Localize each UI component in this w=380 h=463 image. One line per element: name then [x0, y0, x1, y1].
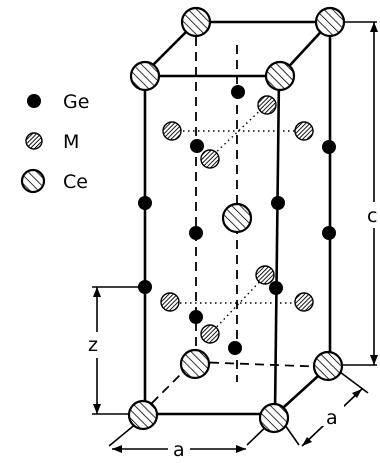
- z-arrow-top: [93, 287, 101, 297]
- c-arrow-bottom: [370, 355, 378, 365]
- ge-atom: [189, 310, 203, 324]
- ge-atom-icon: [27, 94, 41, 108]
- m-atoms: [160, 95, 314, 344]
- m-atom: [294, 121, 314, 141]
- ge-atom: [322, 226, 336, 240]
- legend-label-ce: Ce: [63, 171, 88, 193]
- dimension-a-front: a: [108, 417, 274, 461]
- ce-atoms: [127, 6, 346, 434]
- ce-atom: [221, 202, 253, 234]
- dimension-label-a-front: a: [173, 439, 185, 461]
- ce-atom: [180, 6, 212, 38]
- ce-atom: [314, 6, 346, 38]
- m-atom: [162, 121, 182, 141]
- dimension-label-z: z: [88, 334, 98, 356]
- a-front-arrow-right: [236, 445, 246, 453]
- z-arrow-bottom: [93, 404, 101, 414]
- ce-atom: [312, 350, 344, 382]
- ge-atom: [189, 226, 203, 240]
- dimension-label-a-side: a: [326, 407, 338, 429]
- dimension-c: c: [333, 21, 380, 366]
- legend: Ge M Ce: [20, 91, 89, 194]
- ge-atom: [228, 341, 242, 355]
- m-atom: [200, 149, 220, 169]
- m-atom: [294, 292, 314, 312]
- ce-atom: [264, 60, 296, 92]
- ge-atom: [269, 281, 283, 295]
- legend-item-ce: Ce: [20, 168, 88, 194]
- a-side-arrow-bottom: [302, 437, 312, 446]
- m-atom: [160, 292, 180, 312]
- c-arrow-top: [370, 22, 378, 32]
- ce-atom: [129, 60, 161, 92]
- left-bottom-edge: [142, 364, 191, 413]
- ge-atom: [231, 85, 245, 99]
- legend-label-ge: Ge: [63, 91, 89, 113]
- m-atom: [257, 95, 277, 115]
- ce-atom: [258, 402, 290, 434]
- a-side-arrow-top: [352, 389, 362, 398]
- a-front-arrow-left: [112, 445, 122, 453]
- m-atom-icon: [25, 132, 43, 150]
- ce-atom: [179, 348, 211, 380]
- legend-item-m: M: [25, 131, 79, 153]
- dimension-a-side: a: [279, 371, 369, 447]
- m-atom: [200, 324, 220, 344]
- ge-atom: [138, 196, 152, 210]
- ge-atoms: [138, 85, 336, 355]
- ce-atom: [127, 399, 159, 431]
- back-bottom-edge: [194, 361, 329, 368]
- front-right-vertical-edge: [273, 75, 281, 414]
- legend-item-ge: Ge: [27, 91, 89, 113]
- ge-atom: [322, 140, 336, 154]
- ce-atom-icon: [20, 168, 46, 194]
- ge-atom: [271, 196, 285, 210]
- ge-atom: [138, 280, 152, 294]
- ge-atom: [190, 139, 204, 153]
- internal-dotted-lines: [170, 102, 305, 335]
- m-atom: [255, 265, 275, 285]
- legend-label-m: M: [63, 131, 79, 153]
- dimension-z: z: [86, 286, 140, 415]
- dimension-label-c: c: [367, 205, 377, 227]
